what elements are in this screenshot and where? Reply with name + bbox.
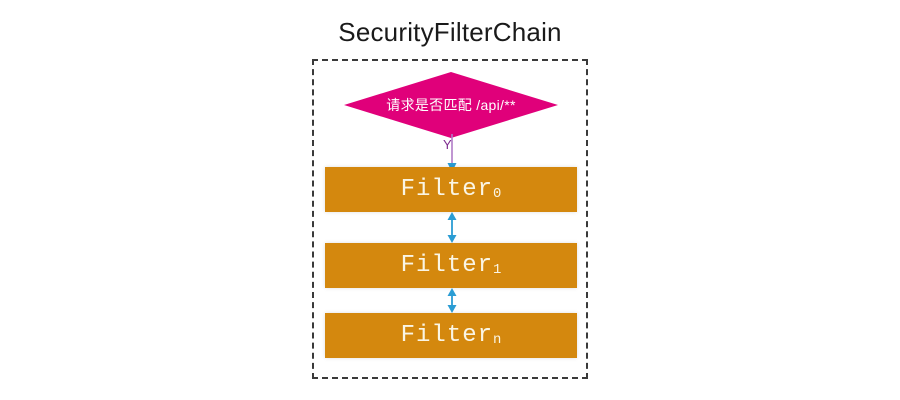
connector-filter0-filter1 bbox=[444, 212, 460, 243]
diagram-title: SecurityFilterChain bbox=[338, 17, 562, 47]
securityfilterchain-container bbox=[312, 59, 588, 379]
filter-box-n[interactable]: Filtern bbox=[325, 313, 577, 358]
filter-label-n-text: Filter bbox=[400, 321, 494, 349]
filter-label-0-text: Filter bbox=[400, 175, 494, 203]
connector-filter1-filtern bbox=[444, 288, 460, 313]
double-arrow-vertical-icon bbox=[447, 212, 457, 243]
branch-label-yes: Y bbox=[443, 137, 452, 152]
filter-label-0: Filter0 bbox=[400, 175, 502, 203]
filter-label-n-subscript: n bbox=[493, 332, 502, 348]
decision-label: 请求是否匹配 /api/** bbox=[386, 97, 516, 113]
filter-label-1: Filter1 bbox=[400, 251, 502, 279]
filter-label-1-subscript: 1 bbox=[493, 262, 502, 278]
filter-box-0[interactable]: Filter0 bbox=[325, 167, 577, 212]
decision-diamond-node: 请求是否匹配 /api/** bbox=[344, 72, 558, 138]
filter-label-n: Filtern bbox=[400, 321, 502, 349]
filter-label-0-subscript: 0 bbox=[493, 186, 502, 202]
filter-label-1-text: Filter bbox=[400, 251, 494, 279]
filter-box-1[interactable]: Filter1 bbox=[325, 243, 577, 288]
diamond-shape-icon bbox=[344, 72, 558, 138]
double-arrow-vertical-icon bbox=[447, 288, 457, 313]
